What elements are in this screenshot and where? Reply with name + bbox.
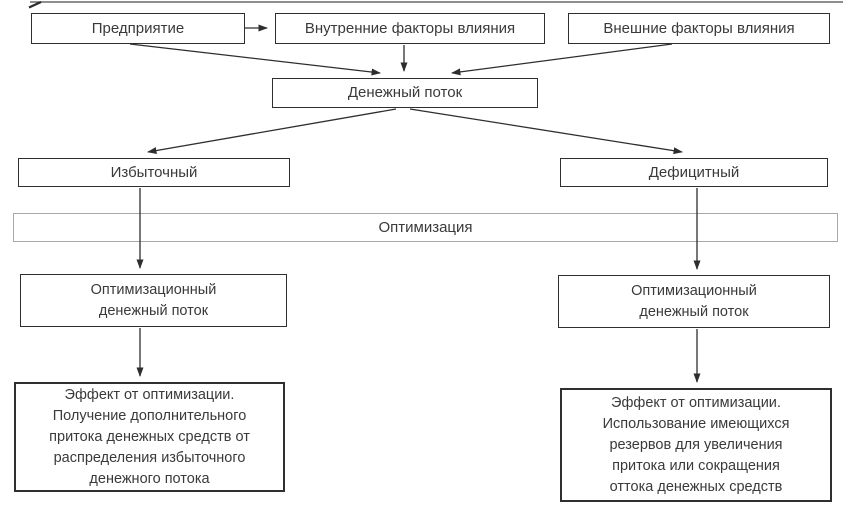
node-enterprise: Предприятие bbox=[31, 13, 245, 44]
node-excess: Избыточный bbox=[18, 158, 290, 187]
node-optimizing-flow-right-label: Оптимизационный денежный поток bbox=[631, 282, 757, 320]
node-cash-flow: Денежный поток bbox=[272, 78, 538, 108]
node-effect-right-label: Эффект от оптимизации. Использование име… bbox=[602, 394, 790, 495]
node-effect-left-label: Эффект от оптимизации. Получение дополни… bbox=[49, 386, 250, 487]
arrow-cashflow-deficit bbox=[409, 108, 683, 155]
arrow-external-cashflow bbox=[451, 43, 673, 76]
node-deficit-label: Дефицитный bbox=[648, 163, 740, 181]
node-internal-factors-label: Внутренние факторы влияния bbox=[304, 19, 516, 37]
node-effect-left: Эффект от оптимизации. Получение дополни… bbox=[14, 382, 285, 492]
node-optimizing-flow-left: Оптимизационный денежный поток bbox=[20, 274, 287, 327]
node-external-factors: Внешние факторы влияния bbox=[568, 13, 830, 44]
node-external-factors-label: Внешние факторы влияния bbox=[603, 19, 795, 37]
arrow-enterprise-cashflow bbox=[129, 43, 381, 76]
node-optimizing-flow-left-label: Оптимизационный денежный поток bbox=[90, 281, 217, 319]
node-optimization-label: Оптимизация bbox=[378, 218, 473, 236]
node-optimization-bar: Оптимизация bbox=[13, 213, 838, 242]
node-optimizing-flow-right: Оптимизационный денежный поток bbox=[558, 275, 830, 328]
node-enterprise-label: Предприятие bbox=[91, 19, 185, 37]
node-cash-flow-label: Денежный поток bbox=[347, 84, 463, 101]
node-excess-label: Избыточный bbox=[110, 163, 198, 181]
node-effect-right: Эффект от оптимизации. Использование име… bbox=[560, 388, 832, 502]
node-deficit: Дефицитный bbox=[560, 158, 828, 187]
arrow-cashflow-excess bbox=[147, 108, 397, 154]
node-internal-factors: Внутренние факторы влияния bbox=[275, 13, 545, 44]
top-left-tick bbox=[28, 1, 42, 9]
